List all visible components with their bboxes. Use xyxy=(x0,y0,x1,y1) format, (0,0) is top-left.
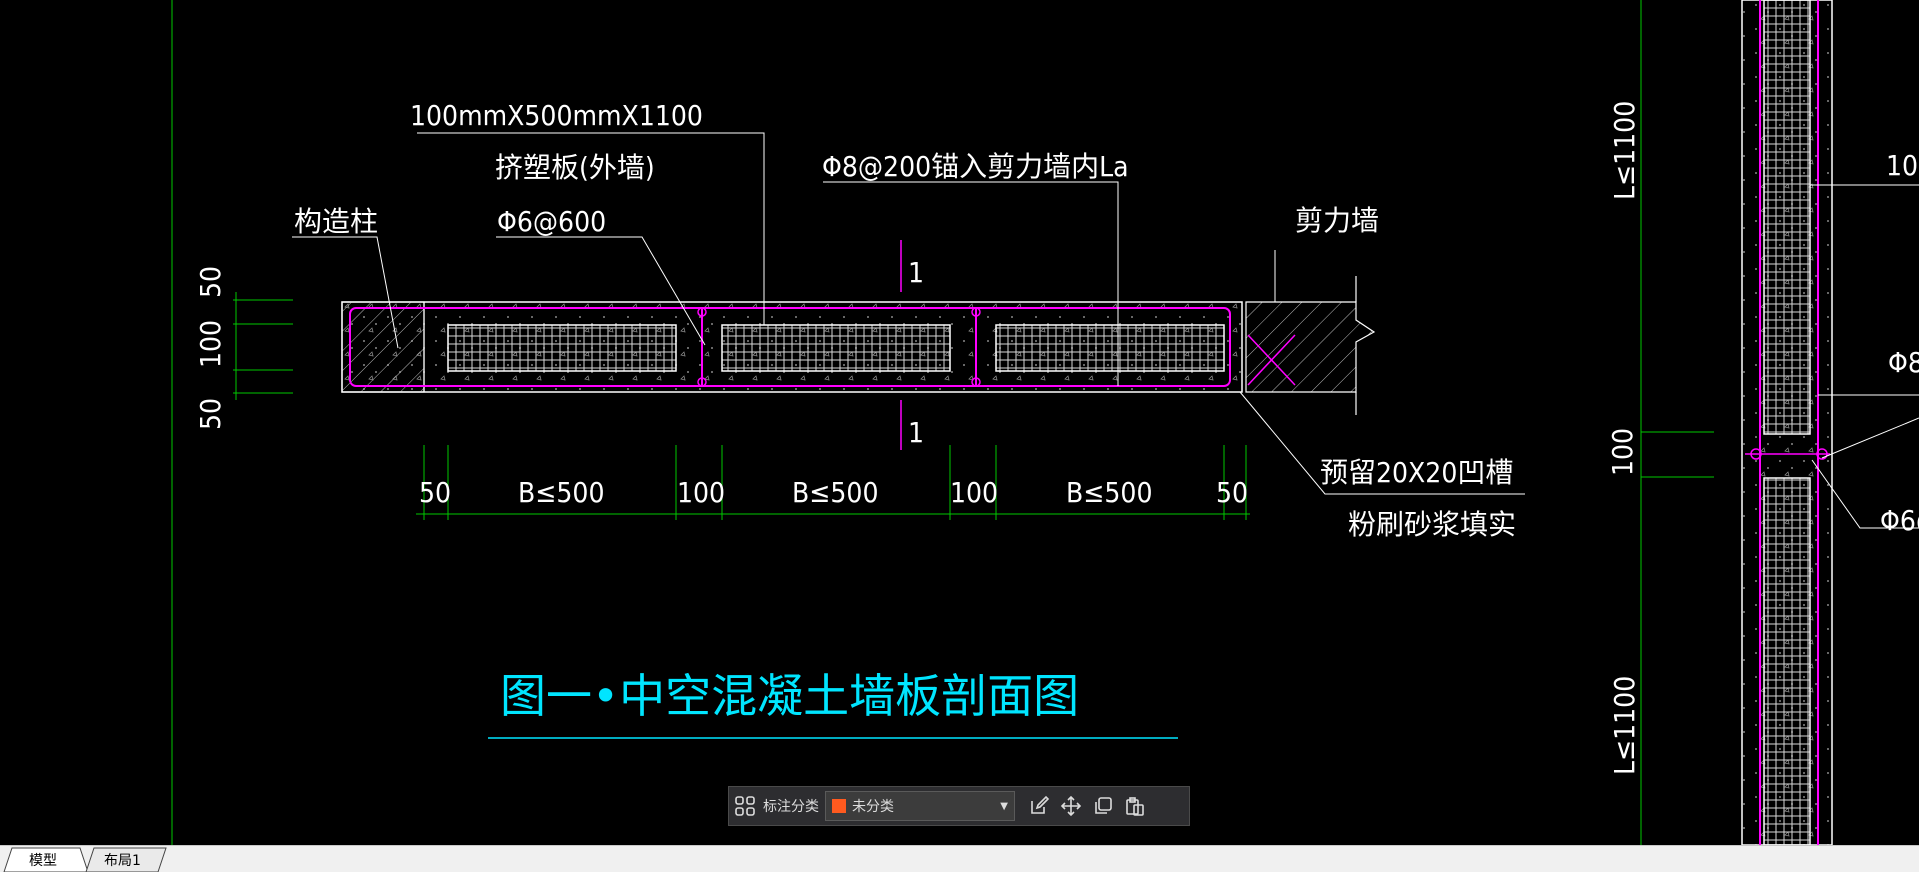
callout-board: 挤塑板(外墙) xyxy=(495,151,655,184)
dim-left-mid: 100 xyxy=(194,320,227,368)
grid-icon[interactable] xyxy=(729,790,761,822)
category-select-value: 未分类 xyxy=(852,799,894,815)
bottom-dimensions xyxy=(416,445,1250,520)
section-mark-bottom: 1 xyxy=(908,416,924,449)
annotation-toolbar: 标注分类 未分类 ▼ xyxy=(728,786,1190,826)
callout-right-top: 100 xyxy=(1886,149,1919,182)
dim-bottom-3: 100 xyxy=(677,476,725,509)
section-mark-top: 1 xyxy=(908,256,924,289)
edit-icon[interactable] xyxy=(1023,790,1055,822)
callout-size: 100mmX500mmX1100 xyxy=(410,99,703,132)
callout-mortar: 粉刷砂浆填实 xyxy=(1348,508,1516,541)
leader-lines xyxy=(292,132,1525,495)
category-color-swatch xyxy=(832,799,846,813)
callout-rebar-anchor: Φ8@200锚入剪力墙内La xyxy=(822,150,1129,183)
dim-bottom-2: B≤500 xyxy=(518,476,604,509)
left-dimensions xyxy=(233,292,293,400)
right-section: L≤1100 100 L≤1100 100 Φ8 Φ6@ xyxy=(1606,0,1919,845)
dim-bottom-7: 50 xyxy=(1216,476,1248,509)
callout-rebar-tie: Φ6@600 xyxy=(497,205,606,238)
drawing-svg: 100mmX500mmX1100 挤塑板(外墙) Φ8@200锚入剪力墙内La … xyxy=(171,0,1919,845)
chevron-down-icon: ▼ xyxy=(1000,800,1008,812)
dim-left-top: 50 xyxy=(194,266,227,298)
dim-left-bot: 50 xyxy=(194,398,227,430)
cad-canvas[interactable]: 100mmX500mmX1100 挤塑板(外墙) Φ8@200锚入剪力墙内La … xyxy=(0,0,1919,845)
tab-layout1[interactable]: 布局1 xyxy=(85,847,167,872)
drawing-title: 图一•中空混凝土墙板剖面图 xyxy=(500,669,1079,723)
dim-bottom-4: B≤500 xyxy=(792,476,878,509)
layout-tab-bar: 模型 布局1 xyxy=(0,845,1919,872)
dim-bottom-5: 100 xyxy=(950,476,998,509)
dim-right-mid: 100 xyxy=(1606,428,1639,476)
left-text: 100mmX500mmX1100 挤塑板(外墙) Φ8@200锚入剪力墙内La … xyxy=(194,99,1516,739)
frame-lines xyxy=(171,0,1642,845)
dim-bottom-6: B≤500 xyxy=(1066,476,1152,509)
callout-groove: 预留20X20凹槽 xyxy=(1320,456,1513,489)
callout-shear-wall: 剪力墙 xyxy=(1295,204,1379,237)
dim-bottom-1: 50 xyxy=(419,476,451,509)
move-icon[interactable] xyxy=(1055,790,1087,822)
tab-layout1-label: 布局1 xyxy=(104,853,141,869)
tab-model[interactable]: 模型 xyxy=(3,847,89,872)
paste-icon[interactable] xyxy=(1119,790,1151,822)
callout-column: 构造柱 xyxy=(294,205,378,238)
tab-model-label: 模型 xyxy=(29,853,57,869)
annotation-category-label: 标注分类 xyxy=(763,799,819,815)
callout-right-mid: Φ8 xyxy=(1888,346,1919,379)
copy-icon[interactable] xyxy=(1087,790,1119,822)
wall-panel-section xyxy=(341,240,1376,450)
dim-right-lower: L≤1100 xyxy=(1608,676,1641,775)
tabs-svg: 模型 布局1 xyxy=(3,847,167,872)
annotation-category-select[interactable]: 未分类 ▼ xyxy=(825,791,1015,821)
callout-right-bottom: Φ6@ xyxy=(1880,504,1919,537)
dim-right-upper: L≤1100 xyxy=(1608,101,1641,200)
